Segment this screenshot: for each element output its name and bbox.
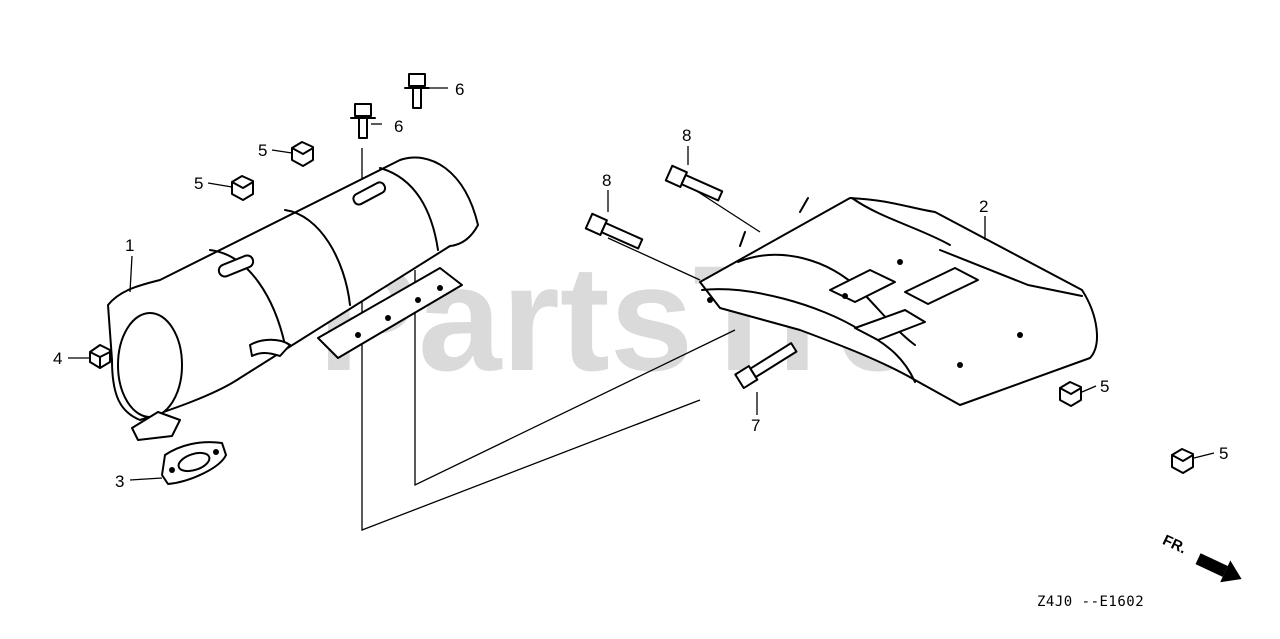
callout-7: 7 [751, 416, 760, 435]
nut-5-a [291, 141, 314, 167]
gasket [161, 441, 227, 485]
front-arrow-icon [1195, 553, 1242, 583]
callout-5-c: 5 [1100, 377, 1109, 396]
muffler-cover-plate [699, 197, 1098, 406]
nut-5-d [1171, 448, 1194, 474]
callout-8-b: 8 [602, 171, 611, 190]
bolt-6-a [350, 103, 376, 139]
callout-6-b: 6 [455, 80, 464, 99]
callout-1: 1 [125, 236, 134, 255]
callout-4: 4 [53, 349, 62, 368]
callout-5-b: 5 [194, 174, 203, 193]
bolt-8-b [664, 164, 724, 202]
bolt-8-a [584, 212, 644, 250]
diagram-code: Z4J0 --E1602 [1037, 594, 1144, 610]
nut-5-c [1059, 381, 1082, 407]
callout-6-a: 6 [394, 117, 403, 136]
callout-5-a: 5 [258, 141, 267, 160]
callout-5-d: 5 [1219, 444, 1228, 463]
front-direction-indicator: FR. [1160, 532, 1242, 583]
leader-lines [68, 87, 1215, 481]
bolt-6-b [404, 73, 430, 109]
muffler-protector [107, 156, 479, 441]
front-label: FR. [1160, 532, 1189, 558]
nut-4 [89, 344, 111, 369]
callout-8-a: 8 [682, 126, 691, 145]
callout-3: 3 [115, 472, 124, 491]
callout-2: 2 [979, 197, 988, 216]
nut-5-b [231, 175, 254, 201]
bolt-7 [734, 342, 798, 390]
